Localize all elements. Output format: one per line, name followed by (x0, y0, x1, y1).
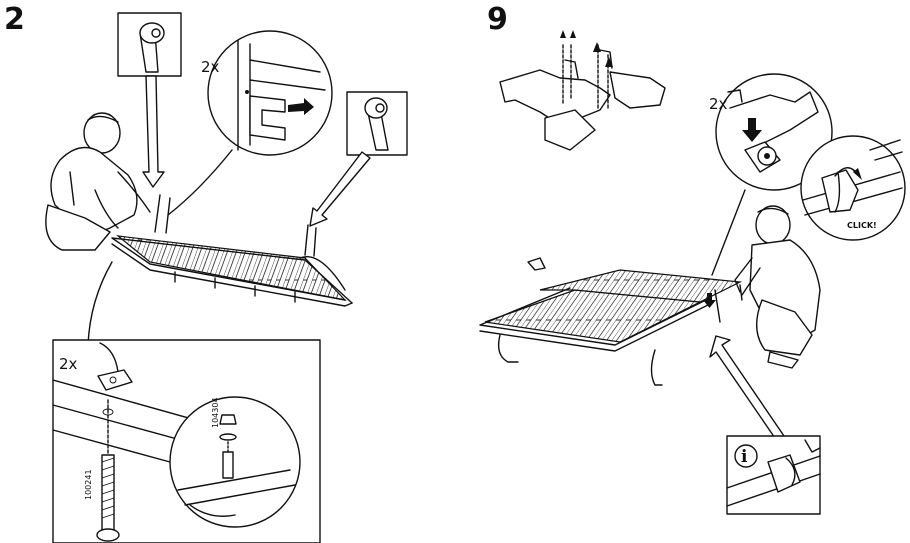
quantity-label-top: 2x (201, 58, 220, 76)
arrow-down-icon (703, 293, 716, 308)
quantity-label-right: 2x (709, 95, 728, 113)
person-figure-right (734, 205, 821, 369)
latch-detail-box (726, 435, 821, 515)
person-figure-left (45, 112, 151, 251)
bolt-part-number: 100241 (84, 469, 93, 500)
arrow-down-icon (742, 118, 762, 142)
rotate-arrow-icon (834, 167, 862, 180)
bracket-detail-circle (715, 73, 833, 191)
arrow-diagonal-icon (309, 151, 371, 227)
quantity-label-bottom: 2x (59, 355, 78, 373)
slot-detail-circle (207, 30, 333, 156)
click-detail-circle (800, 135, 906, 241)
sofa-frame-left (111, 194, 353, 307)
arrow-up-icon (560, 30, 613, 67)
step-number-left: 2 (4, 2, 25, 37)
hinge-detail-box-left (117, 12, 182, 77)
step-number-right: 9 (487, 2, 508, 37)
nut-part-number: 104304 (211, 397, 220, 428)
hinge-bracket-icon (139, 22, 165, 73)
bed-frame-right (479, 257, 743, 386)
hinge-bracket-icon (364, 97, 389, 151)
click-label: CLICK! (847, 221, 877, 230)
arrow-down-icon (142, 75, 165, 188)
svg-text:i: i (741, 447, 748, 467)
nut-detail-circle (169, 396, 301, 528)
info-icon: i (734, 444, 758, 468)
hinge-detail-box-right (346, 91, 408, 156)
frame-corners-diagram (499, 44, 666, 151)
